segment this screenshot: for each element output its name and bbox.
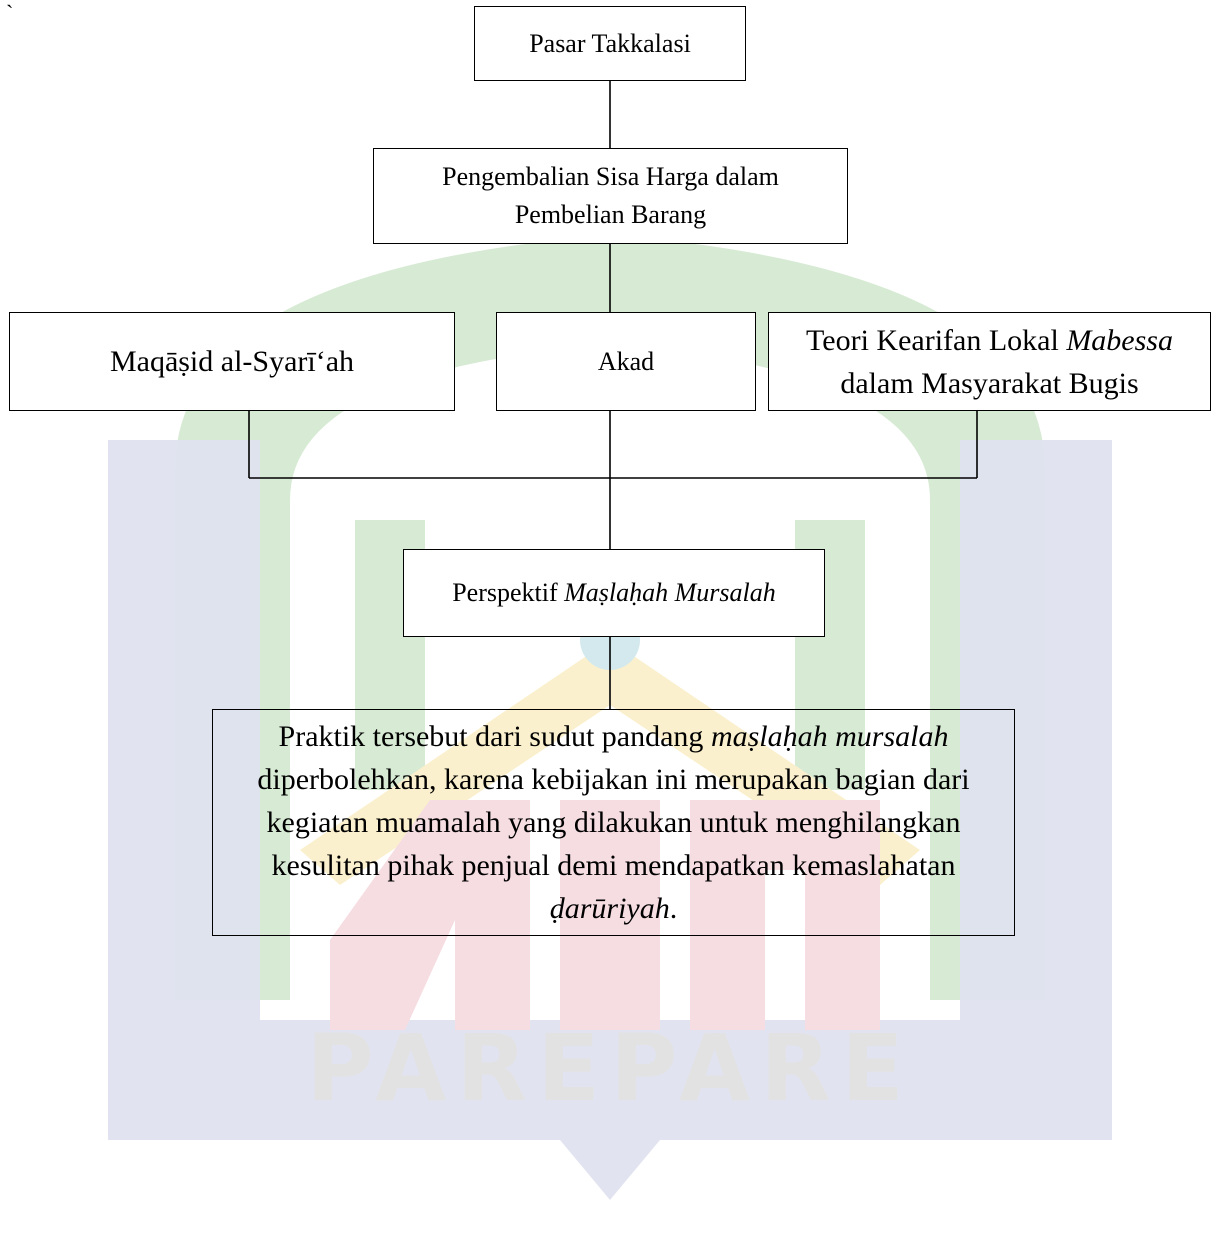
box-teori-line1-plain: Teori Kearifan Lokal	[806, 323, 1067, 357]
praktik-part4: kegiatan muamalah yang dilakukan untuk m…	[266, 806, 961, 839]
watermark-green-arch	[175, 235, 1045, 1000]
box-pengembalian-label: Pengembalian Sisa Harga dalam Pembelian …	[442, 158, 779, 234]
box-perspektif-label: Perspektif Maṣlaḥah Mursalah	[452, 574, 776, 612]
box-teori-kearifan-lokal: Teori Kearifan Lokal Mabessa dalam Masya…	[768, 312, 1211, 411]
box-praktik-conclusion: Praktik tersebut dari sudut pandang maṣl…	[212, 709, 1015, 936]
box-pengembalian-line1: Pengembalian Sisa Harga dalam	[442, 162, 779, 191]
praktik-part1: Praktik tersebut dari sudut pandang	[278, 720, 711, 753]
praktik-part6-italic: ḍarūriyah	[549, 892, 670, 925]
box-maqasid-al-syariah: Maqāṣid al-Syarī‘ah	[9, 312, 455, 411]
box-teori-label: Teori Kearifan Lokal Mabessa dalam Masya…	[806, 319, 1173, 405]
box-pengembalian-line2: Pembelian Barang	[514, 200, 707, 229]
watermark-text: PAREPARE	[306, 1015, 914, 1122]
box-praktik-label: Praktik tersebut dari sudut pandang maṣl…	[239, 715, 987, 930]
watermark-pink-mark	[330, 800, 880, 1030]
praktik-part5: kesulitan pihak penjual demi mendapatkan…	[271, 849, 956, 882]
box-pasar-label: Pasar Takkalasi	[529, 28, 691, 58]
box-pasar-takkalasi: Pasar Takkalasi	[474, 6, 746, 81]
box-perspektif-maslahah-mursalah: Perspektif Maṣlaḥah Mursalah	[403, 549, 825, 637]
box-maqasid-label: Maqāṣid al-Syarī‘ah	[109, 345, 355, 378]
praktik-part2-italic: maṣlaḥah mursalah	[710, 720, 949, 753]
box-perspektif-plain: Perspektif	[452, 578, 565, 607]
watermark-blue-book	[108, 440, 1112, 1200]
box-teori-line2: dalam Masyarakat Bugis	[840, 366, 1139, 400]
box-perspektif-italic: Maṣlaḥah Mursalah	[564, 578, 776, 607]
praktik-part3: diperbolehkan, karena kebijakan ini meru…	[257, 763, 970, 796]
box-pengembalian-sisa-harga: Pengembalian Sisa Harga dalam Pembelian …	[373, 148, 848, 244]
praktik-part7: .	[669, 892, 678, 925]
box-akad-label: Akad	[597, 346, 655, 376]
box-teori-line1-italic: Mabessa	[1066, 323, 1173, 357]
box-akad: Akad	[496, 312, 756, 411]
stray-backtick: `	[6, 0, 14, 25]
